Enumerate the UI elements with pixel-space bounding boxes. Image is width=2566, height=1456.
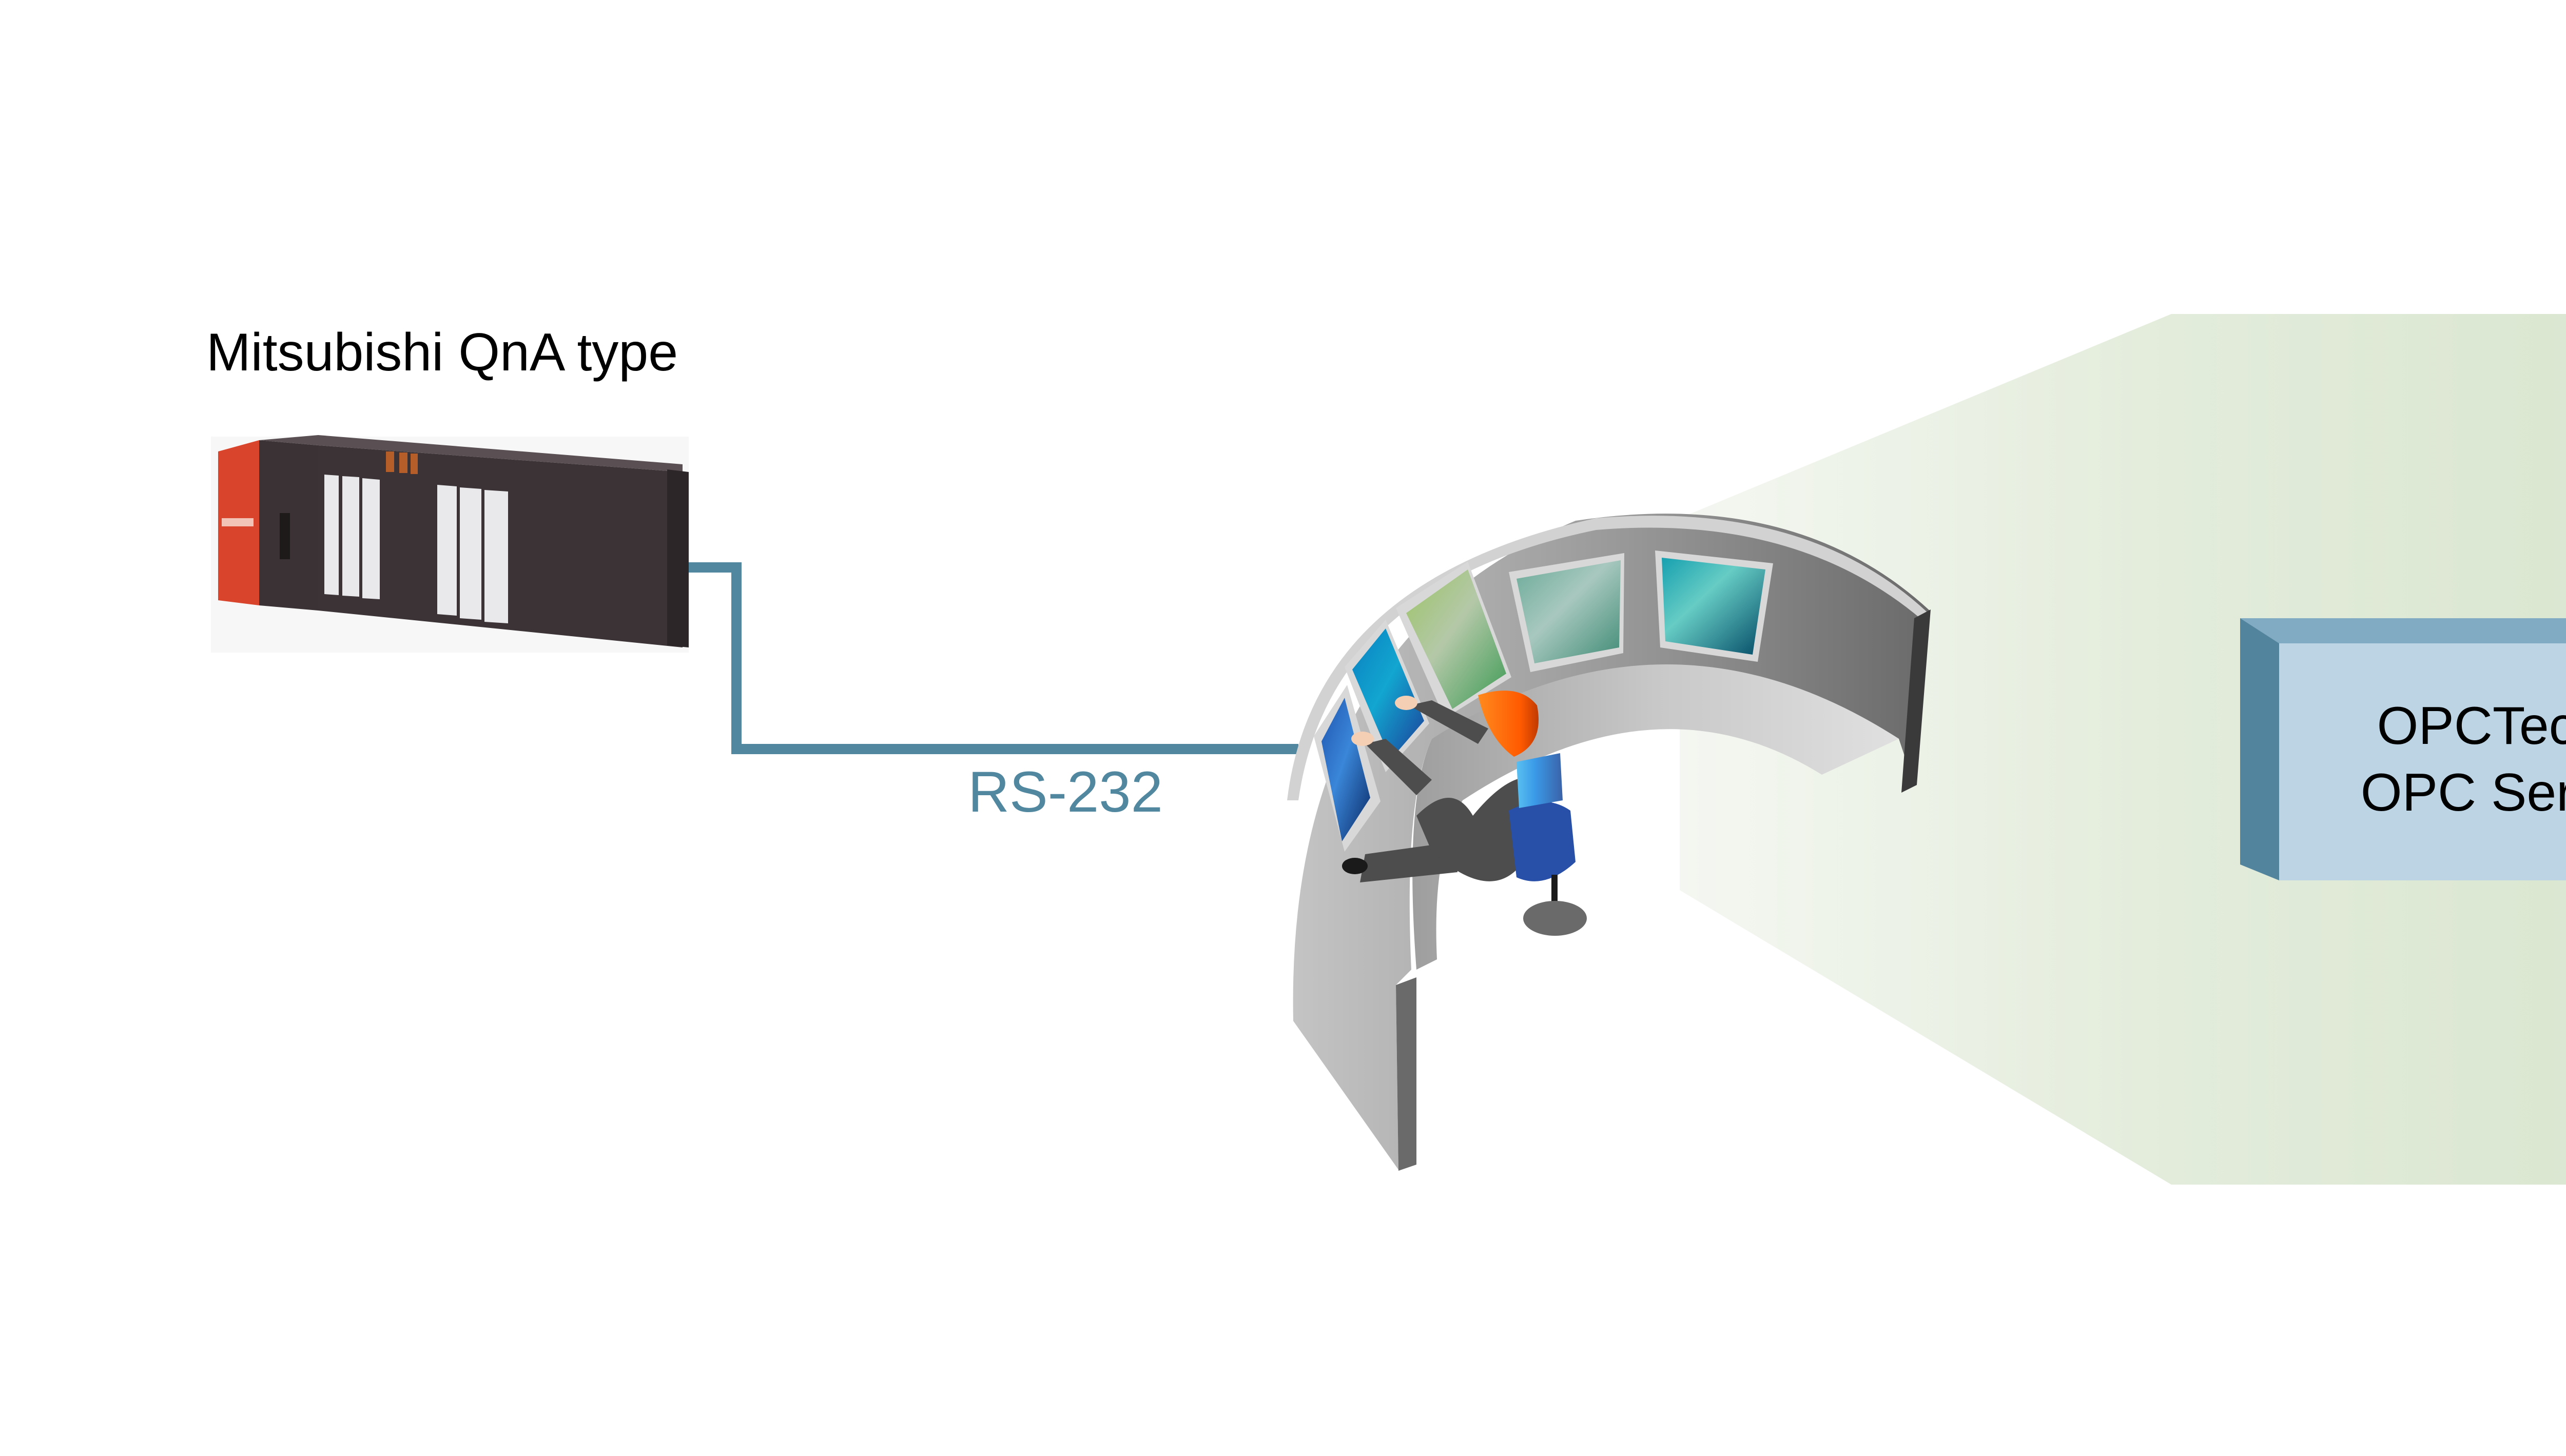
monitor-1 — [1314, 685, 1381, 852]
monitor-3 — [1396, 562, 1511, 718]
operator-figure — [1342, 691, 1587, 936]
plc-rack-icon — [211, 435, 689, 653]
plc-device[interactable]: Mitsubishi QnA type — [206, 323, 689, 653]
panel-shape — [1680, 314, 2566, 1185]
network-zone-panel — [1680, 314, 2566, 1185]
device-title: Mitsubishi QnA type — [206, 323, 678, 382]
monitor-5 — [1655, 550, 1773, 662]
box-front-face — [2279, 643, 2566, 880]
rs232-link: RS-232 — [689, 562, 1298, 824]
server-label-line1: OPCTechs — [2377, 696, 2566, 756]
rs232-cable — [689, 562, 1298, 754]
rs232-label: RS-232 — [968, 760, 1163, 824]
box-side-face — [2240, 618, 2279, 880]
server-label-line2: OPC Server — [2361, 763, 2566, 822]
monitor-2 — [1345, 620, 1429, 772]
opc-server-box[interactable]: OPCTechs OPC Server — [2240, 618, 2566, 880]
operator-console-icon[interactable] — [1287, 514, 1931, 1171]
monitor-4 — [1509, 553, 1624, 672]
box-top-face-bevel — [2240, 618, 2566, 643]
